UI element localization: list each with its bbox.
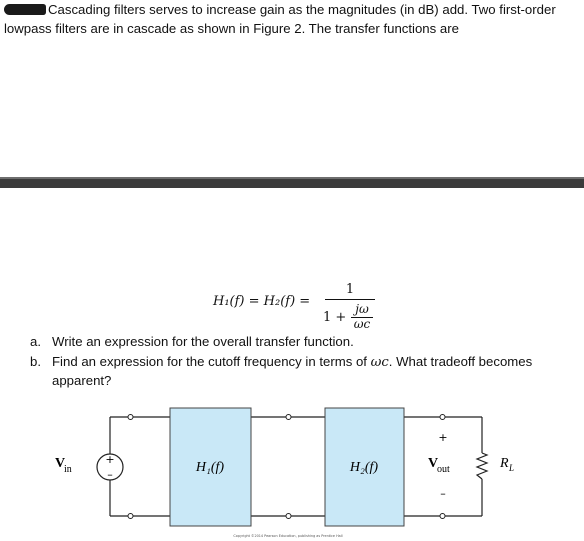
- filter-block-1: [169, 407, 252, 527]
- block-2-label: H₂(f): [349, 460, 379, 475]
- vout-plus-sign: +: [438, 431, 447, 444]
- filter-block-2: [324, 407, 405, 527]
- voltage-source-icon: [96, 453, 124, 481]
- intro-text: Cascading filters serves to increase gai…: [4, 2, 556, 36]
- question-a-text: Write an expression for the overall tran…: [52, 334, 354, 349]
- equation-numerator: 1: [345, 282, 355, 297]
- source-plus-sign: +: [105, 453, 114, 466]
- vin-label: V: [55, 456, 65, 471]
- figure-copyright: Copyright ©2014 Pearson Education, publi…: [233, 534, 342, 538]
- inner-fraction: jω ωc: [349, 302, 375, 331]
- vout-label: V: [428, 456, 438, 471]
- vout-minus-sign: –: [440, 487, 446, 500]
- denominator-prefix: 1 +: [323, 310, 347, 325]
- inner-numerator: jω: [355, 302, 369, 316]
- vout-subscript: out: [437, 464, 450, 475]
- rl-subscript: L: [508, 463, 514, 473]
- inner-fraction-bar: [351, 317, 373, 318]
- cascade-circuit-figure: + – H₁(f) H₂(f) V in + V out – R L Copyr…: [55, 407, 514, 538]
- equation-lhs: H₁(f) = H₂(f) =: [213, 294, 311, 309]
- question-a-label: a.: [30, 334, 41, 349]
- question-list: a. Write an expression for the overall t…: [30, 333, 570, 392]
- source-minus-sign: –: [107, 468, 113, 481]
- inner-denominator: ωc: [353, 317, 371, 331]
- question-a: a. Write an expression for the overall t…: [30, 333, 570, 351]
- question-b: b. Find an expression for the cutoff fre…: [30, 353, 570, 390]
- equation-fraction: 1 1 + jω ωc: [323, 282, 375, 331]
- question-b-label: b.: [30, 354, 41, 369]
- section-divider: [0, 177, 584, 188]
- block-1-label: H₁(f): [195, 460, 225, 475]
- question-b-text-before: Find an expression for the cutoff freque…: [52, 354, 371, 369]
- rl-label: R: [499, 456, 509, 471]
- terminal-nodes: [127, 414, 446, 519]
- redaction-mark: [4, 4, 46, 15]
- vin-subscript: in: [64, 464, 72, 475]
- fraction-bar: [325, 299, 375, 300]
- question-b-text-after: . What tradeoff becomes apparent?: [52, 354, 533, 388]
- intro-paragraph: Cascading filters serves to increase gai…: [4, 0, 582, 38]
- circuit-wires: [109, 416, 489, 517]
- omega-c-symbol: ωc: [370, 355, 389, 370]
